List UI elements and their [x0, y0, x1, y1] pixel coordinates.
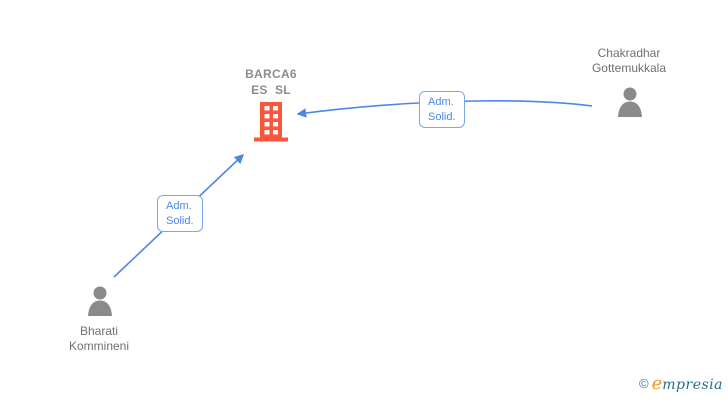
person-name-line1: Chakradhar — [597, 46, 661, 60]
company-name-line2: ES SL — [251, 83, 291, 97]
building-icon — [254, 102, 288, 142]
company-name-line1: BARCA6 — [245, 67, 297, 81]
person-name-line2: Gottemukkala — [591, 61, 667, 75]
person-node-chakradhar[interactable] — [613, 86, 647, 123]
person-node-label-bharati[interactable]: Bharati Kommineni — [40, 324, 158, 354]
company-node[interactable] — [252, 102, 290, 147]
person-node-label-chakradhar[interactable]: Chakradhar Gottemukkala — [570, 46, 688, 76]
edge-chakradhar-to-company — [296, 100, 593, 118]
person-node-bharati[interactable] — [83, 285, 117, 322]
brand-initial: e — [651, 373, 663, 394]
edge-label-line2: Solid. — [428, 110, 456, 123]
person-name-line2: Kommineni — [68, 339, 130, 353]
edge-label-adm-solid-1: Adm. Solid. — [419, 91, 465, 128]
empresia-logo[interactable]: ©empresia — [639, 373, 723, 394]
person-icon — [88, 286, 112, 316]
person-icon — [618, 87, 642, 117]
edge-label-line1: Adm. — [428, 96, 454, 108]
edge-label-adm-solid-2: Adm. Solid. — [157, 195, 203, 232]
edge-label-line1: Adm. — [166, 200, 192, 212]
copyright-icon: © — [639, 376, 649, 391]
company-node-label[interactable]: BARCA6 ES SL — [226, 66, 316, 98]
edge-label-line2: Solid. — [166, 214, 194, 227]
person-name-line1: Bharati — [79, 324, 119, 338]
brand-rest: mpresia — [662, 377, 723, 393]
